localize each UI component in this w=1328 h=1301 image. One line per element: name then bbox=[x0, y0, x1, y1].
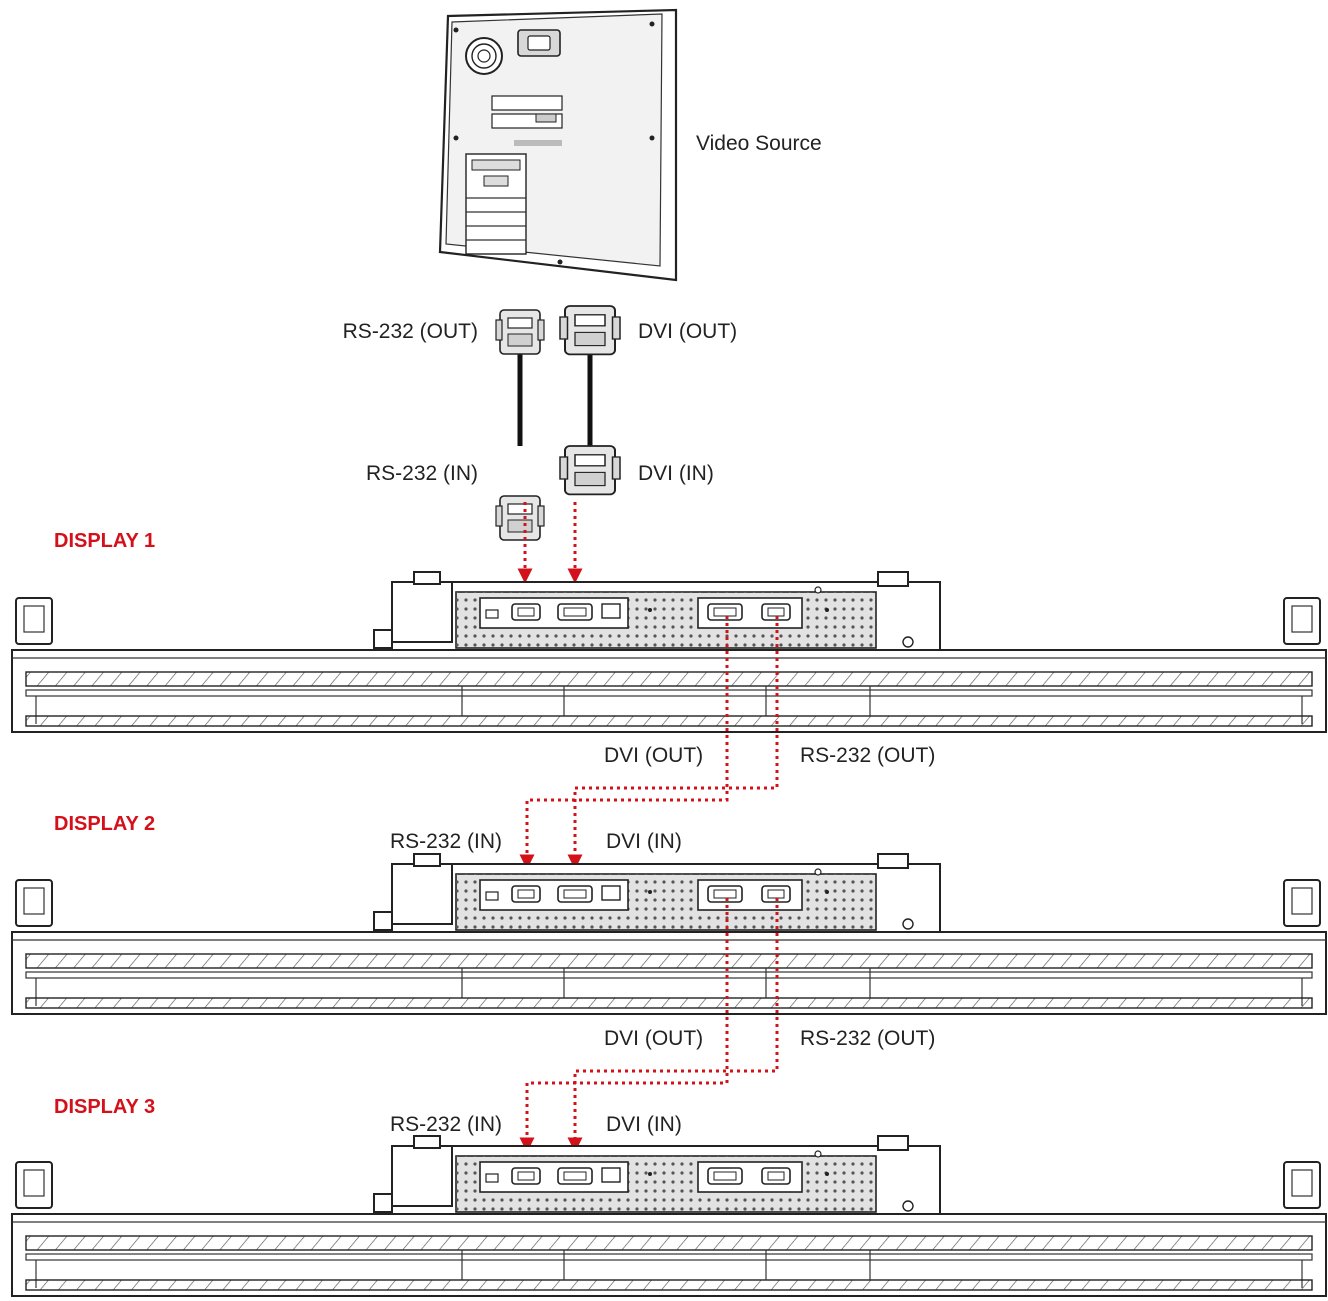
display-2-title: DISPLAY 2 bbox=[54, 813, 155, 835]
pc-tower-icon bbox=[438, 8, 678, 282]
signal-arrows-display-1 bbox=[517, 502, 583, 584]
video-source-label: Video Source bbox=[696, 132, 822, 155]
dvi-in-label: DVI (IN) bbox=[638, 462, 714, 485]
dvi-out-label: DVI (OUT) bbox=[638, 320, 737, 343]
display-1-title: DISPLAY 1 bbox=[54, 530, 155, 552]
dvi-cable bbox=[559, 305, 621, 496]
display-3-title: DISPLAY 3 bbox=[54, 1096, 155, 1118]
daisy-chain-1-to-2 bbox=[519, 616, 779, 870]
display-1-panel bbox=[11, 571, 1327, 733]
display-2-dvi-out-label: DVI (OUT) bbox=[604, 1027, 703, 1050]
display-3-panel bbox=[11, 1135, 1327, 1297]
display-2-dvi-in-label: DVI (IN) bbox=[606, 830, 682, 853]
display-1-dvi-out-label: DVI (OUT) bbox=[604, 744, 703, 767]
daisy-chain-2-to-3 bbox=[519, 898, 779, 1153]
display-2-rs232-out-label: RS-232 (OUT) bbox=[800, 1027, 935, 1050]
rs232-cable bbox=[495, 309, 545, 541]
display-3-rs232-in-label: RS-232 (IN) bbox=[390, 1113, 502, 1136]
rs232-in-label: RS-232 (IN) bbox=[366, 462, 478, 485]
display-2-panel bbox=[11, 853, 1327, 1015]
display-1-rs232-out-label: RS-232 (OUT) bbox=[800, 744, 935, 767]
display-2-rs232-in-label: RS-232 (IN) bbox=[390, 830, 502, 853]
rs232-out-label: RS-232 (OUT) bbox=[343, 320, 478, 343]
display-3-dvi-in-label: DVI (IN) bbox=[606, 1113, 682, 1136]
